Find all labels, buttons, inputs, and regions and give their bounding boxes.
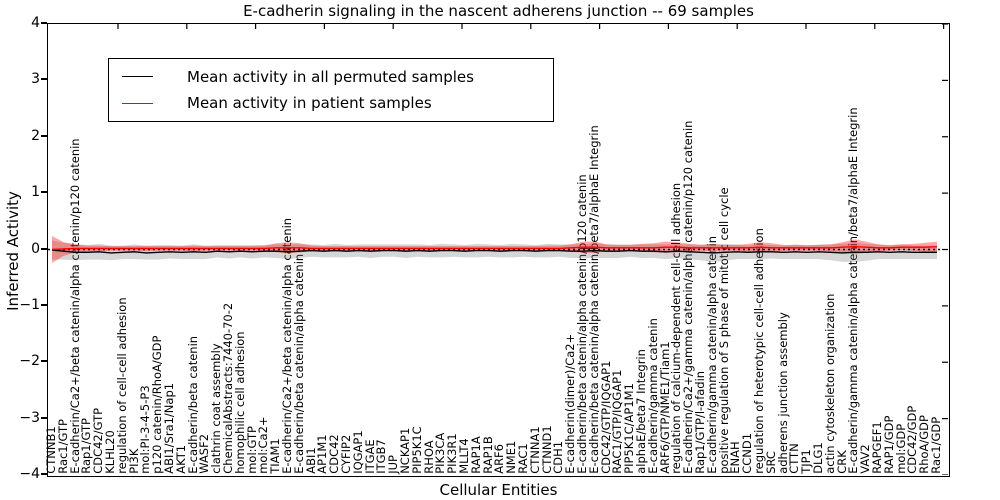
legend-label-permuted: Mean activity in all permuted samples	[187, 67, 474, 86]
y-tick-mark	[41, 473, 47, 475]
x-axis-label: Cellular Entities	[439, 481, 558, 499]
y-tick-mark	[41, 247, 47, 250]
y-tick-label: −2	[19, 353, 40, 370]
permuted-line-swatch	[122, 76, 153, 78]
y-tick-label: 0	[31, 240, 40, 257]
chart-title: E-cadherin signaling in the nascent adhe…	[243, 2, 754, 20]
y-tick-mark	[41, 416, 47, 419]
mean-line	[51, 245, 938, 251]
y-tick-label: 3	[31, 71, 40, 88]
legend-entry-patient: Mean activity in patient samples	[109, 94, 553, 112]
patient-line-swatch	[122, 102, 153, 104]
legend-label-patient: Mean activity in patient samples	[187, 94, 432, 113]
y-tick-mark	[41, 360, 47, 363]
y-tick-mark	[41, 191, 47, 194]
y-tick-mark	[41, 303, 47, 306]
mean-line	[51, 249, 937, 254]
legend-entry-permuted: Mean activity in all permuted samples	[109, 68, 553, 86]
y-tick-label: 2	[31, 127, 40, 144]
legend: Mean activity in all permuted samples Me…	[108, 58, 554, 122]
y-tick-mark	[41, 22, 47, 24]
y-tick-label: −1	[19, 296, 40, 313]
y-tick-label: 1	[31, 184, 40, 201]
y-tick-mark	[41, 78, 47, 81]
y-tick-label: −4	[19, 466, 40, 482]
y-tick-label: −3	[19, 409, 40, 426]
chart-canvas	[48, 24, 948, 475]
y-tick-label: 4	[31, 15, 40, 31]
y-tick-mark	[41, 134, 47, 137]
